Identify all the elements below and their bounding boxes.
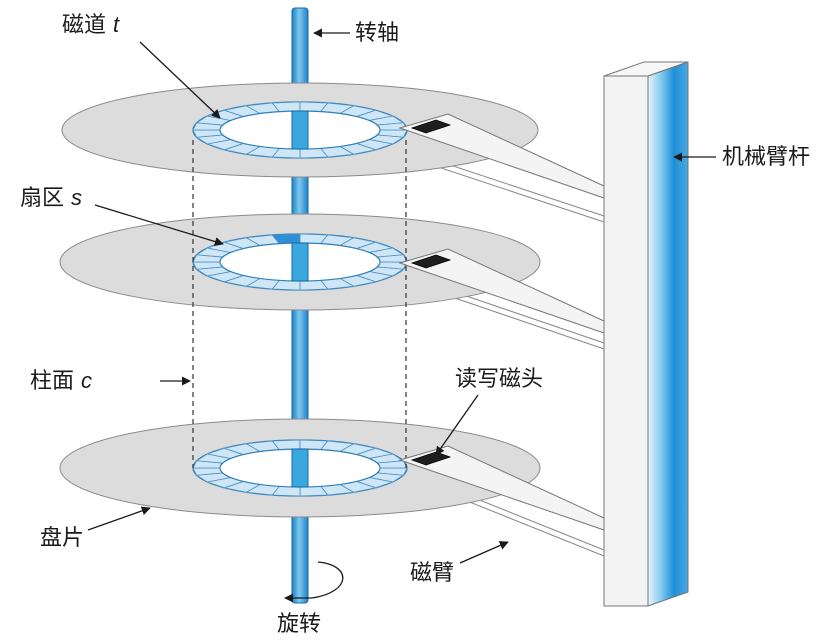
spindle-segment [291,110,309,150]
rotation-indicator: 旋转 [277,561,344,637]
spindle-segment [291,448,309,488]
arm-assembly-label: 机械臂杆 [673,145,810,170]
disk-arms [398,113,605,531]
arm-assembly-post [603,61,689,607]
read-write-head [410,254,452,269]
track-label: 磁道 t [62,12,221,119]
arm-plate [398,248,605,334]
svg-text:转轴: 转轴 [355,21,399,46]
svg-text:磁道 t: 磁道 t [62,12,120,38]
platter-3 [59,418,541,518]
arm-plate [398,445,605,531]
arm-label: 磁臂 [410,541,509,586]
svg-text:柱面 c: 柱面 c [30,368,92,394]
platters [59,82,541,518]
spindle-label: 转轴 [313,21,399,46]
read-write-head [410,119,452,134]
spindle-segment [291,242,309,282]
svg-text:机械臂杆: 机械臂杆 [722,145,810,170]
rw-head-label: 读写磁头 [435,367,543,456]
cylinder-outline [192,140,407,468]
svg-text:盘片: 盘片 [40,526,84,551]
sector-label: 扇区 s [20,185,224,246]
arm-2 [398,248,605,334]
svg-text:读写磁头: 读写磁头 [455,367,543,392]
platter-label: 盘片 [40,506,151,551]
platter-2 [59,213,541,311]
svg-text:旋转: 旋转 [277,612,321,637]
arm-plate [398,113,605,199]
cylinder-label: 柱面 c [30,368,191,394]
svg-text:磁臂: 磁臂 [410,561,454,586]
svg-text:扇区 s: 扇区 s [20,185,82,211]
platter-1 [61,82,539,178]
arm-1 [398,113,605,199]
